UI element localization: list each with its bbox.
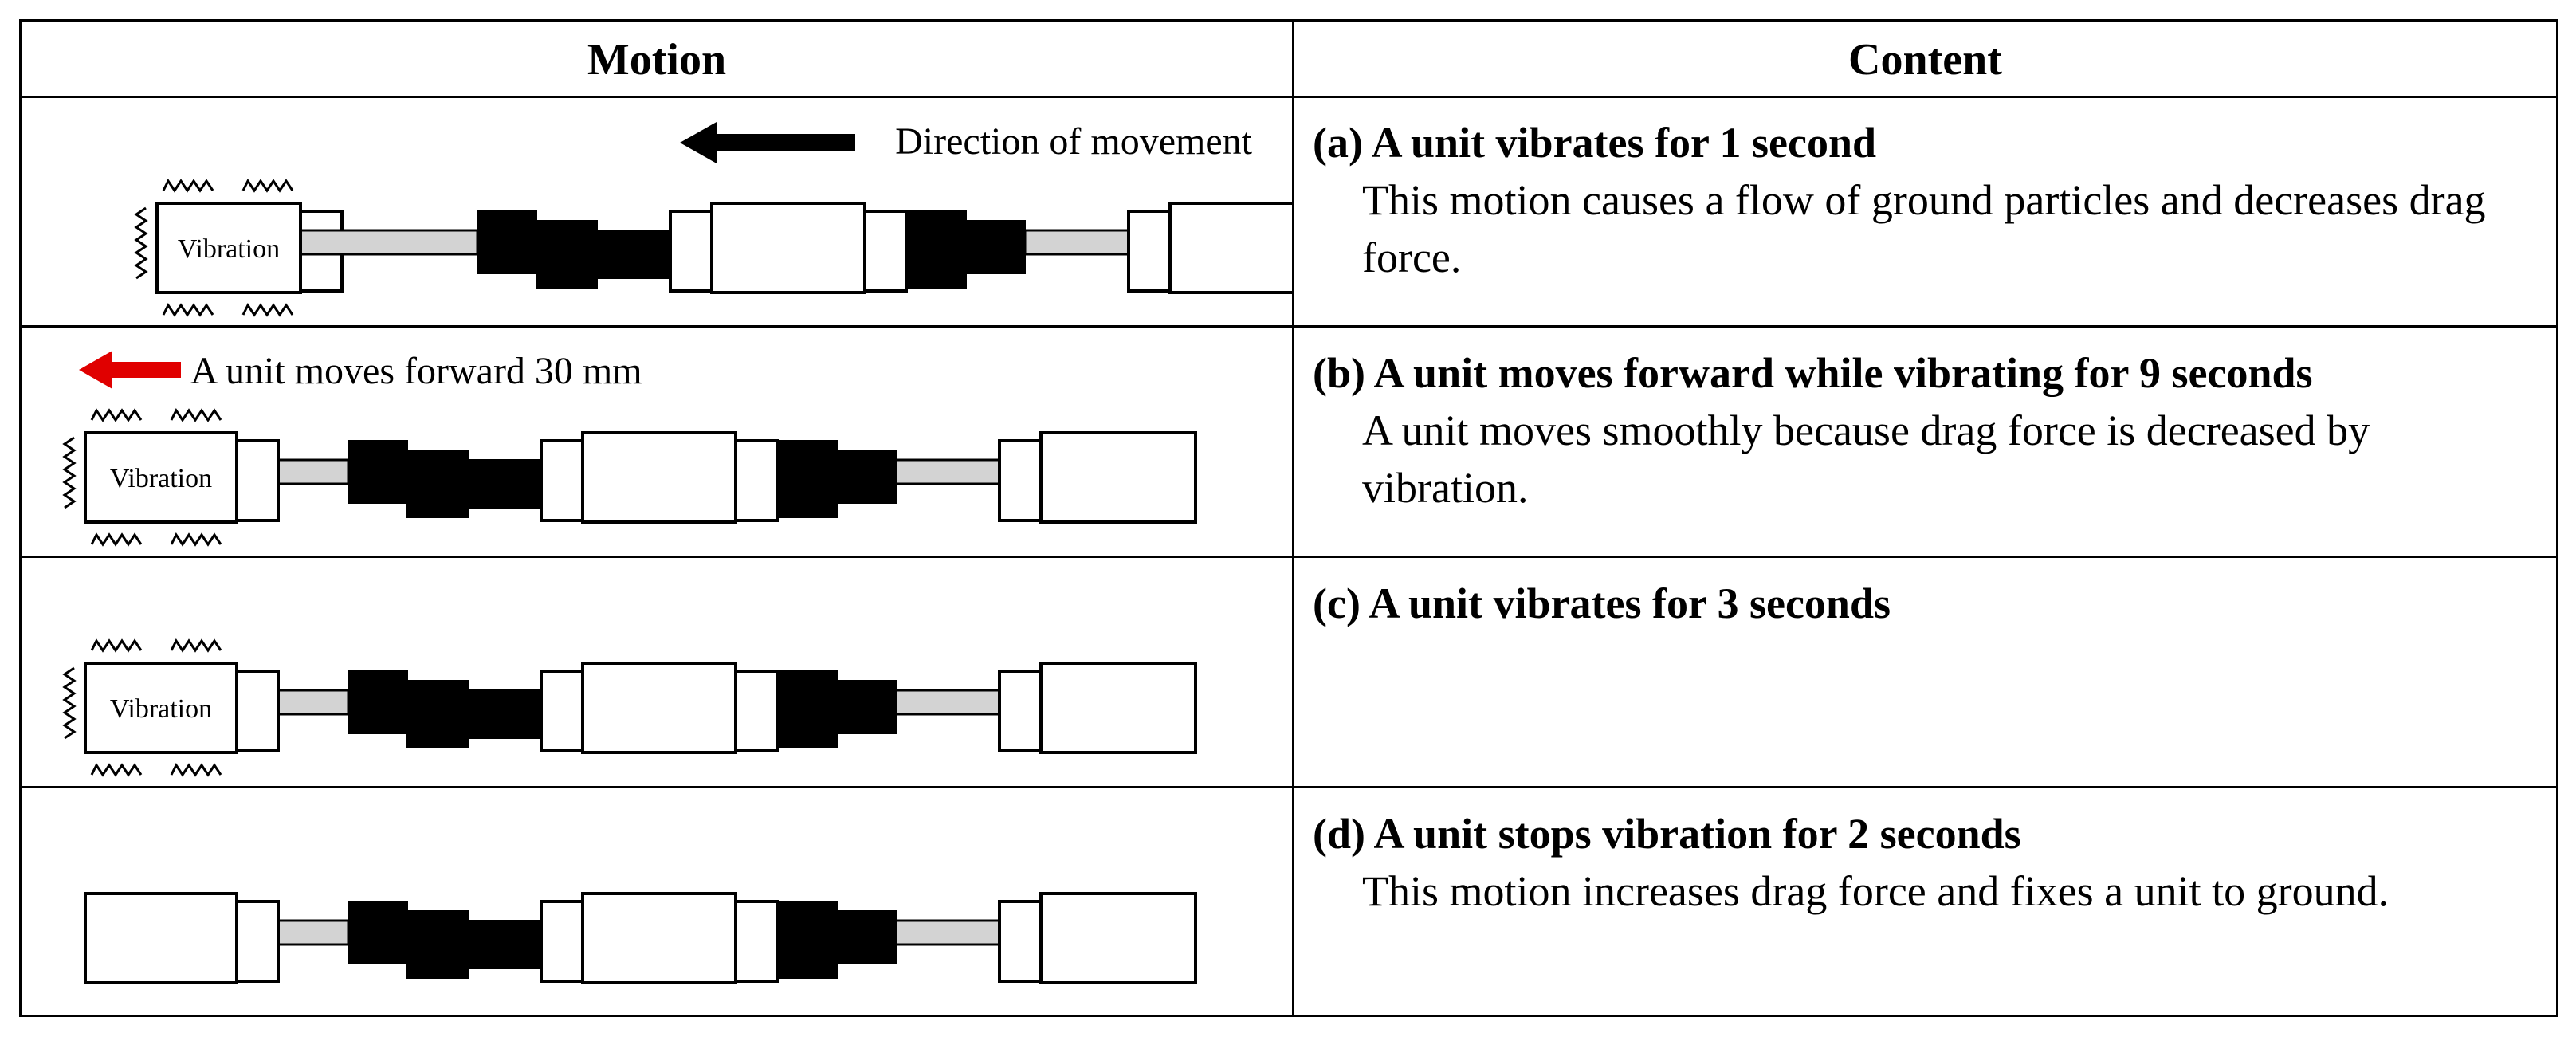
- row-a-diagram: Direction of movement Vibration: [135, 120, 1292, 316]
- row-description: This motion increases drag force and fix…: [1362, 867, 2389, 915]
- vibration-wave-icon: [162, 179, 294, 192]
- direction-arrow: [680, 122, 855, 163]
- direction-label: Direction of movement: [895, 120, 1253, 163]
- row-description: This motion causes a flow of ground part…: [1362, 176, 2486, 281]
- forward-arrow: [79, 351, 181, 389]
- row-c-content: (c) A unit vibrates for 3 seconds: [1313, 575, 2540, 632]
- row-d-content: (d) A unit stops vibration for 2 seconds…: [1313, 805, 2540, 920]
- vibration-wave-icon: [63, 666, 76, 740]
- row-b-content: (b) A unit moves forward while vibrating…: [1313, 344, 2540, 517]
- idle-unit: [84, 892, 238, 984]
- robot-unit: Vibration: [63, 409, 1197, 546]
- vibration-unit: [84, 662, 238, 754]
- vibration-unit: [155, 202, 302, 294]
- row-c-diagram: Vibration: [63, 639, 1197, 776]
- header-content: Content: [1848, 35, 2002, 84]
- motion-content-table: Motion Content (a) A unit vibrates for 1…: [19, 19, 2558, 1017]
- row-divider: [22, 786, 2556, 788]
- row-description: A unit moves smoothly because drag force…: [1362, 407, 2370, 512]
- robot-unit: Vibration: [135, 179, 1292, 316]
- motion-diagrams: Direction of movement Vibration A unit m…: [63, 120, 1292, 984]
- row-divider: [22, 556, 2556, 558]
- column-divider: [1292, 22, 1294, 1015]
- row-title: (d) A unit stops vibration for 2 seconds: [1313, 810, 2021, 858]
- row-title: (b) A unit moves forward while vibrating…: [1313, 349, 2313, 397]
- header-divider: [22, 96, 2556, 98]
- vibration-unit: [84, 431, 238, 524]
- row-title: (c) A unit vibrates for 3 seconds: [1313, 579, 1891, 627]
- motion-note: A unit moves forward 30 mm: [190, 350, 642, 392]
- vibration-wave-icon: [135, 206, 147, 280]
- row-title: (a) A unit vibrates for 1 second: [1313, 119, 1877, 167]
- header-motion: Motion: [587, 35, 727, 84]
- row-d-diagram: [84, 892, 1197, 984]
- vibration-wave-icon: [90, 764, 222, 776]
- vibration-wave-icon: [90, 533, 222, 546]
- vibration-wave-icon: [63, 436, 76, 509]
- row-b-diagram: A unit moves forward 30 mm Vibration: [63, 350, 1197, 546]
- vibration-wave-icon: [90, 639, 222, 652]
- vibration-label: Vibration: [110, 694, 212, 724]
- vibration-wave-icon: [90, 409, 222, 422]
- vibration-label: Vibration: [178, 234, 280, 264]
- vibration-wave-icon: [162, 304, 294, 316]
- vibration-label: Vibration: [110, 464, 212, 493]
- row-divider: [22, 325, 2556, 328]
- row-a-content: (a) A unit vibrates for 1 second This mo…: [1313, 114, 2540, 286]
